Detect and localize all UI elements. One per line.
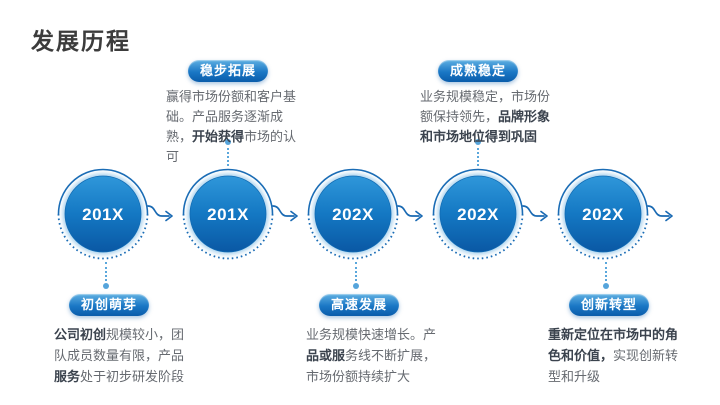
stage-pill: 稳步拓展	[188, 60, 268, 82]
arrow-right-icon	[147, 205, 173, 222]
timeline-node: 201X	[53, 164, 153, 264]
arrow-right-icon	[272, 205, 298, 222]
year-label: 202X	[582, 205, 624, 224]
connector-dot	[475, 139, 481, 145]
year-circle-icon: 202X	[432, 168, 524, 260]
connector-dotted-line	[105, 262, 107, 281]
year-label: 201X	[207, 205, 249, 224]
stage-description: 重新定位在市场中的角色和价值，实现创新转型和升级	[548, 327, 679, 384]
year-circle-icon: 201X	[57, 168, 149, 260]
connector-dot	[353, 283, 359, 289]
year-label: 202X	[457, 205, 499, 224]
timeline-node: 201X	[178, 164, 278, 264]
stage-description: 业务规模快速增长。产品或服务线不断扩展，市场份额持续扩大	[306, 327, 437, 384]
year-circle-icon: 201X	[182, 168, 274, 260]
timeline-node: 202X	[303, 164, 403, 264]
arrow-right-icon	[522, 205, 548, 222]
year-circle-icon: 202X	[307, 168, 399, 260]
connector-dotted-line	[227, 148, 229, 166]
year-label: 201X	[82, 205, 124, 224]
page-title: 发展历程	[31, 28, 131, 54]
arrow-right-icon	[647, 205, 673, 222]
year-label: 202X	[332, 205, 374, 224]
stage-description: 公司初创规模较小，团队成员数量有限，产品服务处于初步研发阶段	[54, 327, 185, 384]
connector-dotted-line	[605, 262, 607, 281]
stage-pill: 初创萌芽	[69, 294, 149, 316]
connector-dotted-line	[355, 262, 357, 281]
year-circle-icon: 202X	[557, 168, 649, 260]
arrow-right-icon	[397, 205, 423, 222]
stage-pill: 成熟稳定	[438, 60, 518, 82]
timeline-node: 202X	[428, 164, 528, 264]
connector-dot	[103, 283, 109, 289]
stage-description: 业务规模稳定，市场份额保持领先，品牌形象和市场地位得到巩固	[420, 89, 551, 144]
stage-pill: 创新转型	[569, 294, 649, 316]
stage-description: 赢得市场份额和客户基础。产品服务逐渐成熟，开始获得市场的认可	[166, 89, 297, 164]
connector-dotted-line	[477, 148, 479, 166]
connector-dot	[603, 283, 609, 289]
connector-dot	[225, 139, 231, 145]
stage-pill: 高速发展	[319, 294, 399, 316]
timeline-node: 202X	[553, 164, 653, 264]
